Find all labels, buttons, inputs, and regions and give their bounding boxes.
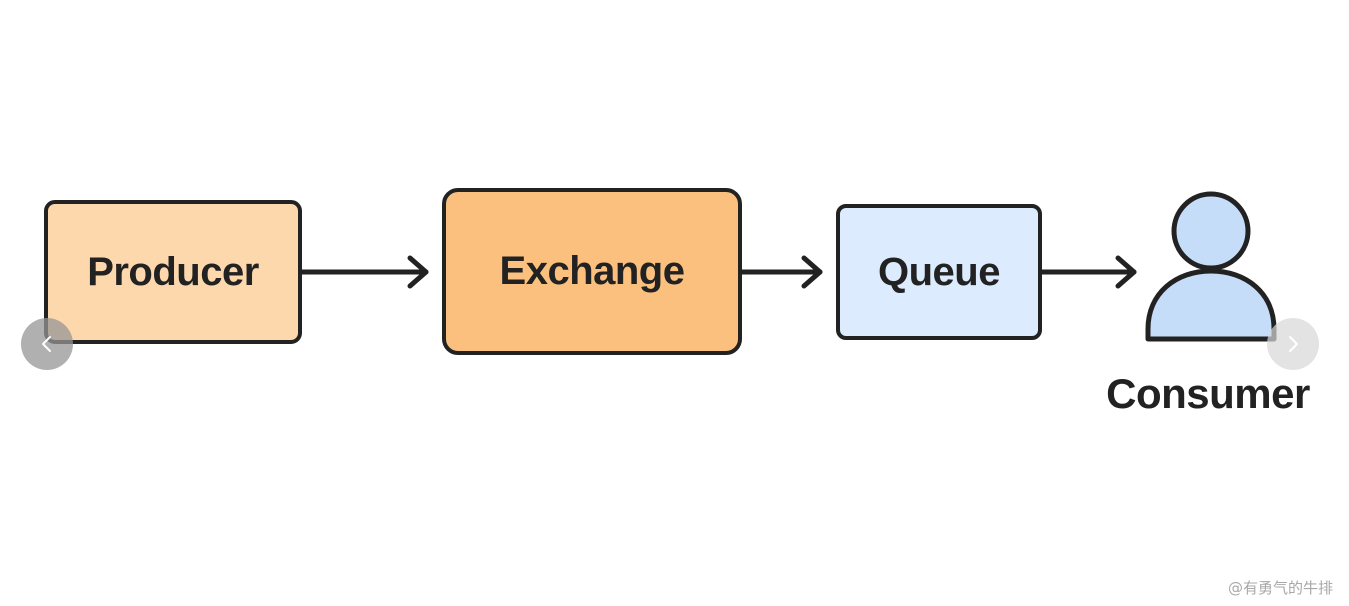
consumer-label: Consumer (1106, 370, 1310, 417)
consumer-person-icon (1145, 191, 1277, 342)
carousel-prev-button[interactable] (21, 318, 73, 370)
consumer-head (1171, 191, 1251, 271)
queue-node: Queue (836, 204, 1042, 340)
chevron-right-icon (1289, 336, 1298, 352)
producer-node: Producer (44, 200, 302, 344)
exchange-node: Exchange (442, 188, 742, 355)
arrow-producer-to-exchange (299, 255, 429, 289)
arrow-queue-to-consumer (1039, 255, 1137, 289)
carousel-next-button[interactable] (1267, 318, 1319, 370)
watermark: @有勇气的牛排 (1227, 579, 1333, 597)
exchange-label: Exchange (499, 249, 685, 293)
queue-label: Queue (878, 249, 1000, 294)
consumer-body (1145, 268, 1277, 342)
chevron-left-icon (42, 336, 51, 352)
producer-label: Producer (87, 249, 259, 294)
arrow-exchange-to-queue (739, 255, 823, 289)
